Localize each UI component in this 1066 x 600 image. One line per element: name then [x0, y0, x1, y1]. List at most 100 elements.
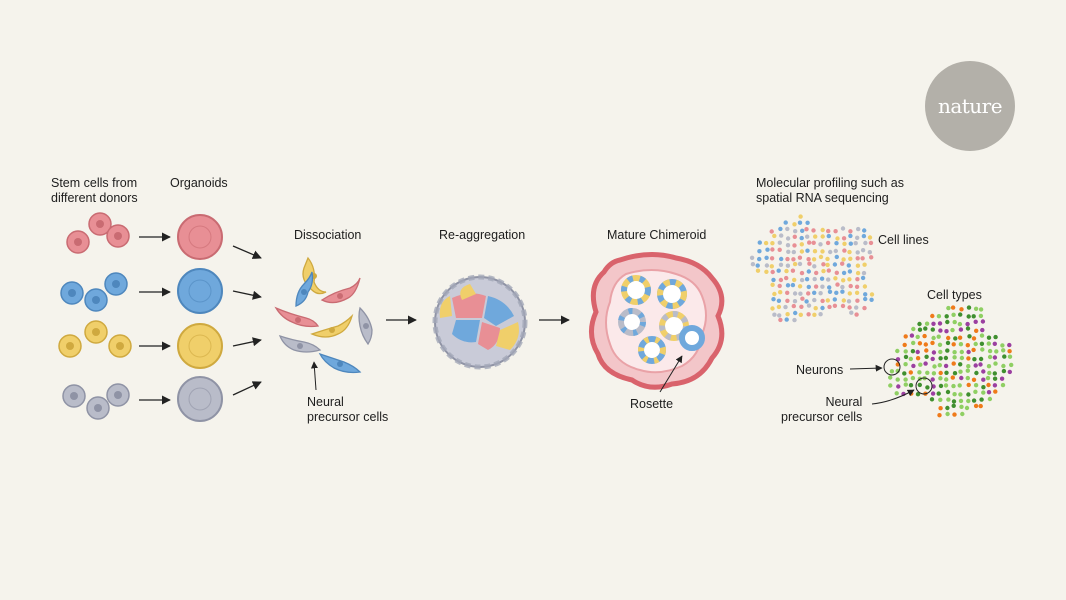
profiling-dot — [828, 249, 833, 255]
profiling-dot — [908, 383, 914, 388]
profiling-dot — [825, 262, 830, 268]
profiling-dot — [813, 306, 818, 311]
profiling-dot — [848, 233, 853, 239]
profiling-dot — [923, 361, 928, 366]
profiling-dot — [986, 341, 991, 346]
profiling-dot — [992, 355, 998, 360]
profiling-dot — [930, 340, 935, 346]
profiling-dot — [841, 257, 846, 262]
profiling-dot — [918, 362, 923, 367]
profiling-dot — [818, 312, 823, 317]
profiling-dot — [944, 329, 949, 334]
profiling-dot — [770, 241, 775, 246]
profiling-dot — [770, 247, 775, 252]
profiling-dot — [978, 313, 984, 319]
profiling-dot — [862, 262, 867, 267]
profiling-dot — [938, 356, 943, 361]
profiling-dot — [806, 291, 811, 296]
profiling-dot — [903, 382, 908, 387]
cell-types-dot-map — [888, 305, 1014, 418]
profiling-dot — [932, 364, 937, 369]
profiling-dot — [776, 268, 781, 273]
profiling-dot — [862, 284, 868, 289]
profiling-dot — [819, 276, 825, 281]
profiling-dot — [973, 319, 978, 324]
stem-cells-red — [66, 212, 130, 254]
profiling-dot — [965, 343, 970, 348]
profiling-dot — [910, 375, 916, 381]
profiling-dot — [1001, 368, 1007, 374]
profiling-dot — [978, 362, 983, 367]
profiling-dot — [855, 256, 860, 261]
profiling-dot — [987, 396, 993, 402]
profiling-dot — [922, 333, 927, 339]
profiling-dot — [778, 262, 784, 267]
profiling-dot — [785, 283, 791, 288]
profiling-dot — [952, 412, 957, 417]
profiling-dot — [981, 377, 986, 382]
profiling-dot — [951, 361, 956, 366]
profiling-dot — [755, 263, 760, 268]
profiling-dot — [790, 268, 796, 273]
profiling-dot — [848, 229, 853, 234]
profiling-dot — [820, 298, 825, 304]
profiling-dot — [869, 292, 875, 297]
profiling-dot — [818, 254, 824, 260]
profiling-dot — [958, 327, 964, 332]
profiling-dot — [889, 369, 895, 374]
profiling-dot — [854, 312, 859, 317]
profiling-dot — [958, 369, 963, 374]
profiling-dot — [840, 226, 846, 231]
profiling-dot — [841, 236, 847, 241]
profiling-dot — [806, 312, 811, 317]
profiling-dot — [945, 389, 951, 395]
profiling-dot — [917, 341, 923, 346]
profiling-dot — [992, 371, 997, 376]
profiling-dot — [841, 298, 846, 303]
nature-logo-text: nature — [937, 94, 1003, 118]
profiling-dot — [951, 403, 956, 408]
organoid-grey — [177, 376, 223, 422]
profiling-dot — [779, 256, 784, 262]
profiling-dot — [833, 248, 838, 254]
profiling-dot — [778, 317, 783, 323]
organoid-red — [177, 214, 223, 260]
profiling-dot — [821, 262, 826, 267]
profiling-dot — [931, 384, 936, 389]
profiling-dot — [978, 403, 983, 409]
profiling-dot — [1001, 363, 1006, 369]
profiling-dot — [902, 342, 907, 348]
profiling-dot — [848, 283, 853, 289]
profiling-dot — [915, 356, 921, 361]
profiling-dot — [966, 364, 971, 369]
profiling-dot — [855, 250, 860, 255]
profiling-dot — [923, 326, 928, 331]
profiling-dot — [964, 405, 970, 411]
profiling-dot — [931, 350, 937, 355]
profiling-dot — [855, 298, 860, 303]
profiling-dot — [980, 319, 986, 324]
profiling-dot — [793, 229, 798, 234]
profiling-dot — [778, 226, 783, 232]
profiling-dot — [772, 312, 777, 317]
reaggregated-organoid — [432, 274, 528, 370]
profiling-dot — [785, 298, 790, 303]
profiling-dot — [854, 290, 860, 295]
profiling-dot — [770, 269, 775, 275]
profiling-dot — [903, 377, 908, 382]
profiling-dot — [778, 277, 784, 283]
profiling-dot — [974, 328, 979, 333]
neurons-pointer — [849, 364, 883, 372]
profiling-dot — [936, 314, 942, 319]
profiling-dot — [951, 312, 956, 317]
profiling-dot — [909, 333, 915, 338]
profiling-dot — [863, 240, 868, 246]
profiling-dot — [765, 247, 770, 252]
profiling-dot — [979, 341, 985, 346]
profiling-dot — [987, 354, 993, 360]
profiling-dot — [807, 240, 812, 245]
profiling-dot — [820, 234, 825, 239]
profiling-dot — [911, 340, 916, 346]
profiling-dot — [965, 368, 970, 373]
profiling-dot — [959, 307, 964, 312]
